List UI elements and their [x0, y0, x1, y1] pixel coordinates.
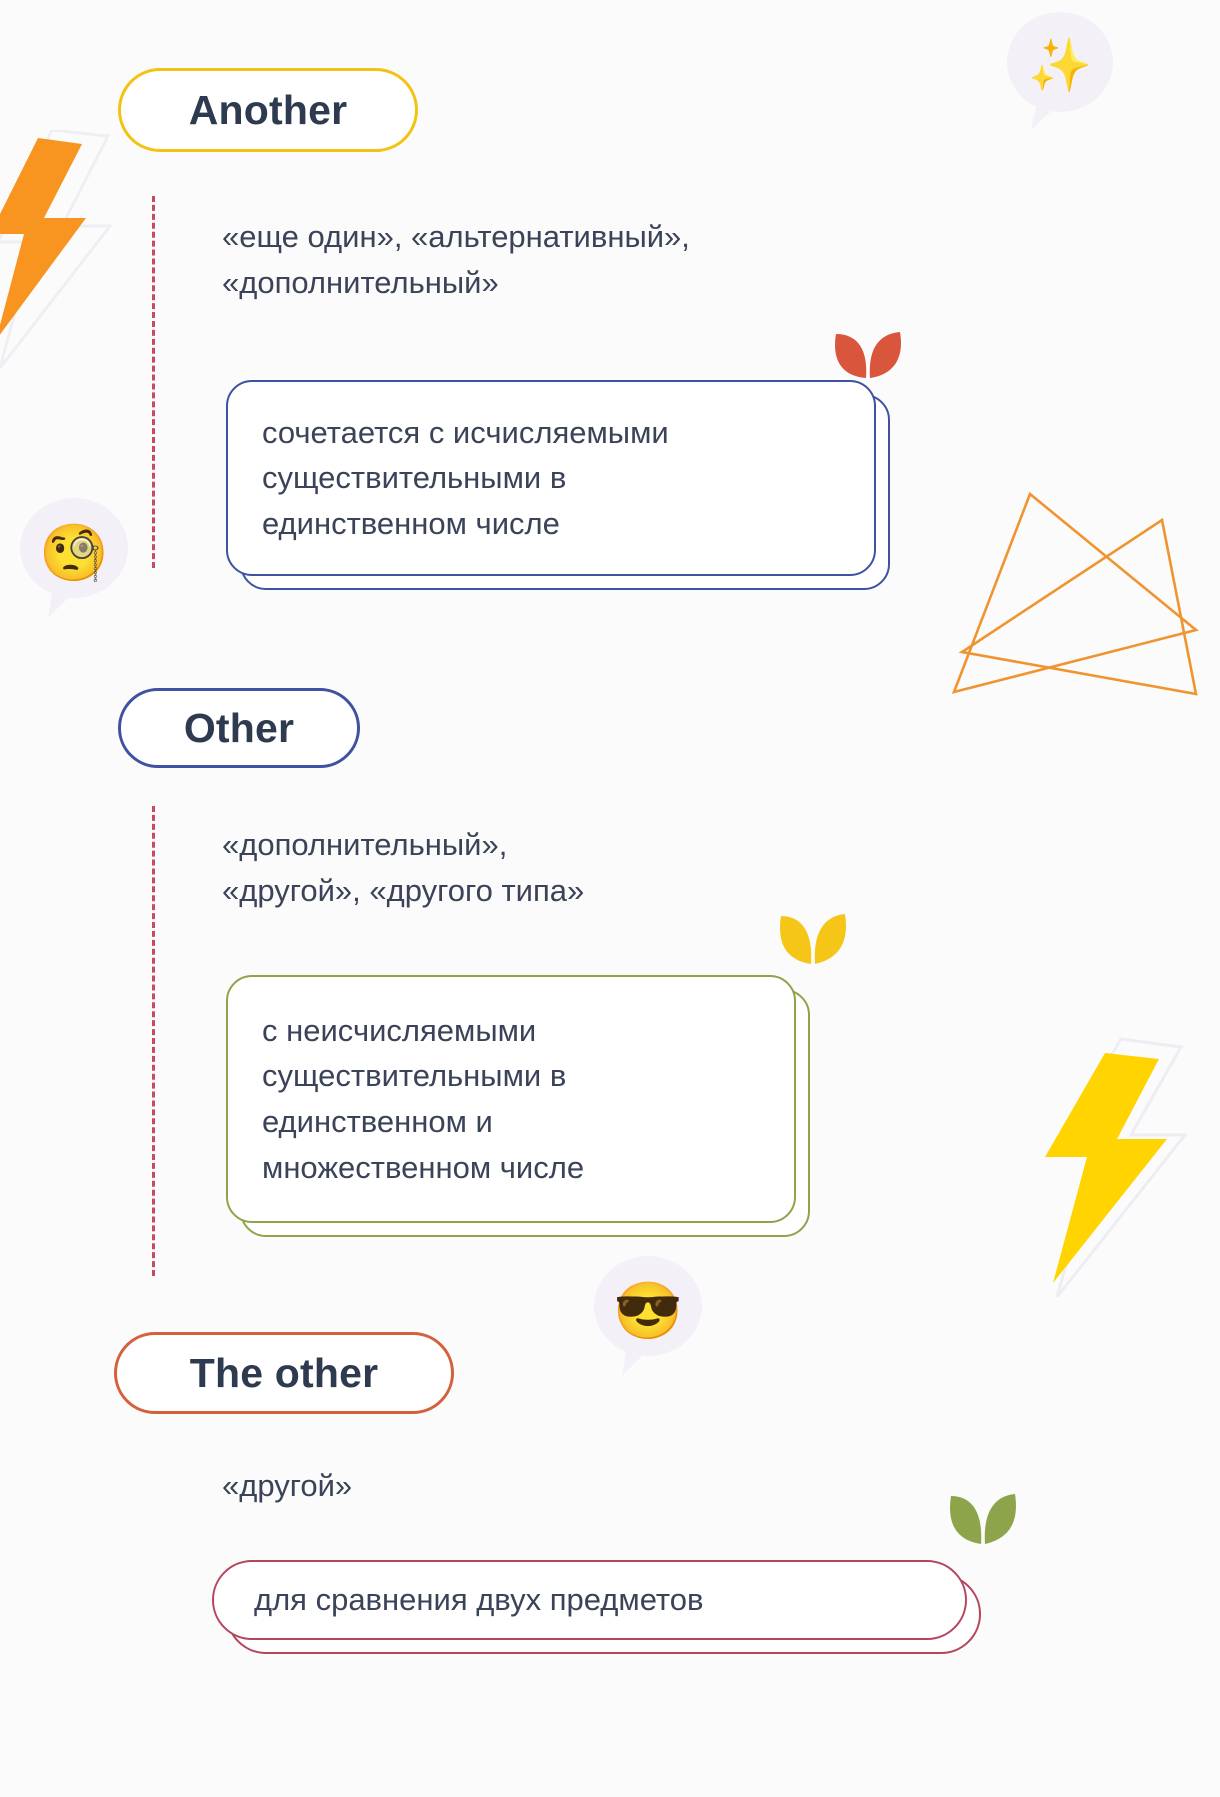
section-pill-label: Other	[183, 704, 295, 751]
leaf-icon	[835, 332, 901, 378]
sparkles-emoji-bubble: ✨	[1005, 12, 1115, 132]
sunglasses-face-emoji-bubble: 😎	[592, 1256, 704, 1378]
lightning-bolt-icon	[1045, 1037, 1189, 1298]
section-rule-box-other: с неисчисляемыми существительными в един…	[226, 975, 810, 1237]
section-rule-text: сочетается с исчисляемыми существительны…	[262, 414, 669, 541]
triangle-outline-decoration	[951, 491, 1199, 696]
section-pill-label: The other	[189, 1349, 379, 1396]
leaf-icon	[950, 1494, 1016, 1544]
box-front-layer: с неисчисляемыми существительными в един…	[226, 975, 796, 1223]
sparkles-emoji: ✨	[1027, 37, 1093, 95]
box-front-layer: сочетается с исчисляемыми существительны…	[226, 380, 876, 576]
section-pill-other[interactable]: Other	[118, 688, 360, 768]
section-meanings-the-other: «другой»	[222, 1468, 353, 1503]
connector-dashed-line	[152, 196, 155, 568]
section-rule-box-the-other: для сравнения двух предметов	[212, 1560, 981, 1654]
section-rule-box-another: сочетается с исчисляемыми существительны…	[226, 380, 890, 590]
section-rule-text: для сравнения двух предметов	[254, 1582, 704, 1618]
box-front-layer: для сравнения двух предметов	[212, 1560, 967, 1640]
section-pill-another[interactable]: Another	[118, 68, 418, 152]
lightning-bolt-icon	[0, 130, 114, 369]
sunglasses-face-emoji: 😎	[613, 1279, 683, 1342]
section-meanings-another: «еще один», «альтернативный», «дополните…	[222, 219, 690, 300]
monocle-face-emoji: 🧐	[39, 521, 109, 584]
leaf-icon	[780, 914, 846, 964]
section-meanings-other: «дополнительный», «другой», «другого тип…	[222, 827, 585, 908]
section-pill-the-other[interactable]: The other	[114, 1332, 454, 1414]
section-pill-label: Another	[188, 86, 348, 133]
monocle-face-emoji-bubble: 🧐	[18, 498, 130, 620]
connector-dashed-line	[152, 806, 155, 1276]
section-rule-text: с неисчисляемыми существительными в един…	[262, 1012, 585, 1185]
